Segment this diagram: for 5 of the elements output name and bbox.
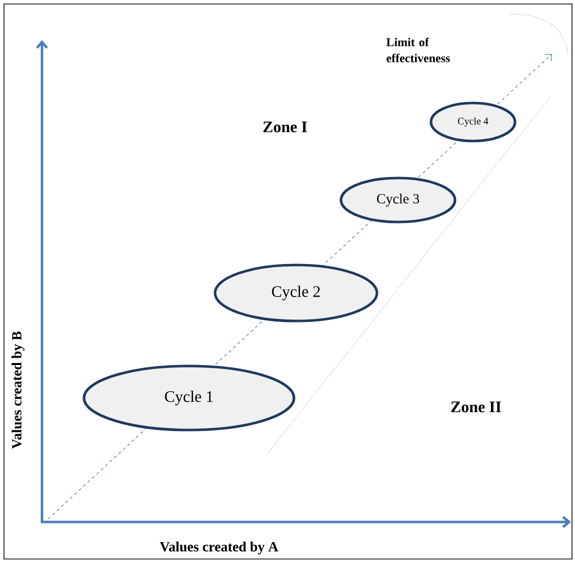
label-text: Values created by A xyxy=(160,542,278,554)
label-text: Zone I xyxy=(263,122,307,132)
label-text: Limit of effectiveness xyxy=(386,38,450,62)
label-text: Zone II xyxy=(451,402,502,412)
label-text: Values created by B xyxy=(12,331,24,449)
